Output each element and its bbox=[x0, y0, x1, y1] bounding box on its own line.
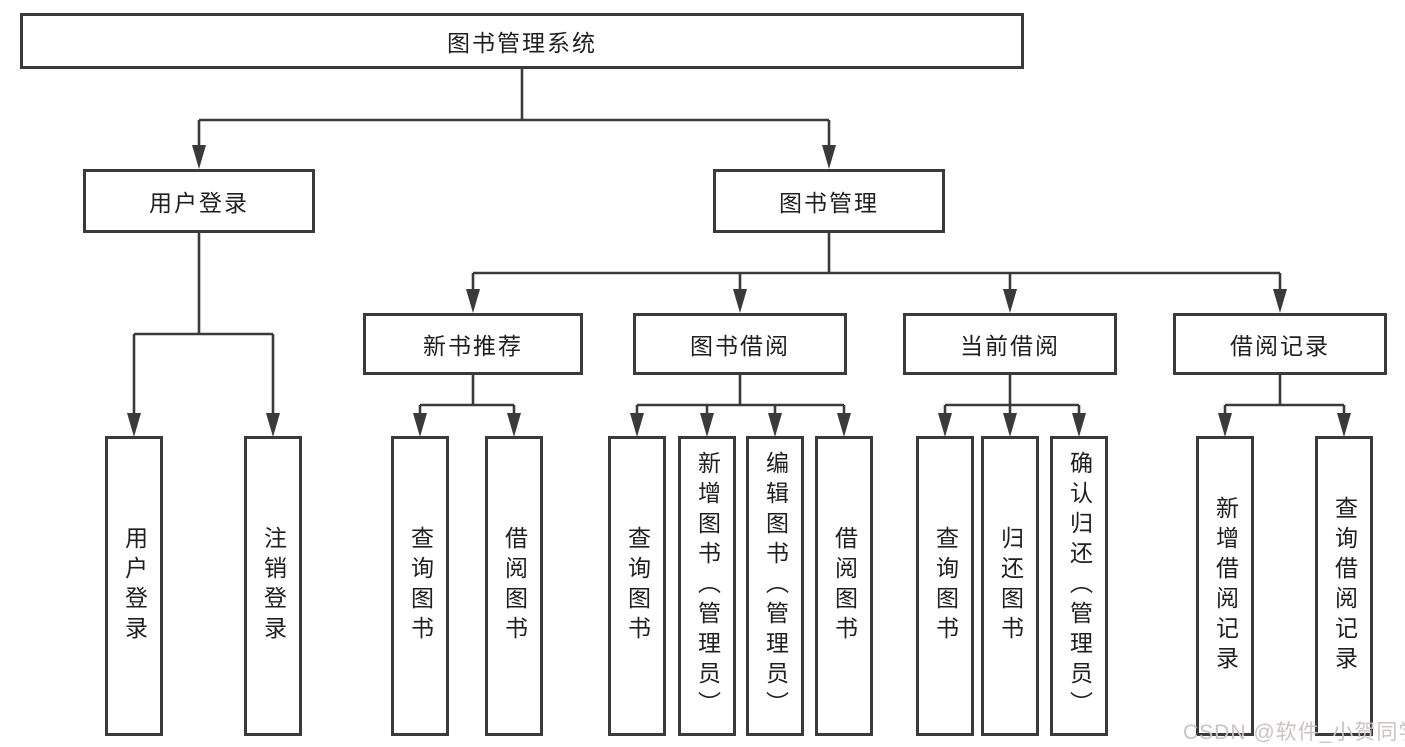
leaf-current-confirm-return-admin-label: 确认归还（管理员） bbox=[1066, 451, 1093, 721]
leaf-borrow-add-books-admin-label: 新增图书（管理员） bbox=[694, 451, 721, 721]
leaf-records-add-record-label: 新增借阅记录 bbox=[1212, 496, 1239, 676]
arrowhead-icon bbox=[700, 413, 714, 437]
connector-path bbox=[473, 233, 1280, 275]
leaf-current-confirm-return-admin: 确认归还（管理员） bbox=[1050, 436, 1108, 736]
node-book-borrow: 图书借阅 bbox=[633, 313, 847, 375]
arrowhead-icon bbox=[733, 289, 747, 313]
arrowhead-icon bbox=[1218, 413, 1232, 437]
node-book-management: 图书管理 bbox=[713, 169, 945, 233]
arrowhead-icon bbox=[822, 145, 836, 169]
arrowhead-icon bbox=[1003, 289, 1017, 313]
node-borrow-records-label: 借阅记录 bbox=[1230, 333, 1330, 359]
leaf-borrow-edit-books-admin: 编辑图书（管理员） bbox=[746, 436, 804, 736]
connector-path bbox=[134, 233, 273, 336]
leaf-borrow-borrow-books: 借阅图书 bbox=[815, 436, 873, 736]
leaf-borrow-query-books: 查询图书 bbox=[608, 436, 666, 736]
csdn-watermark: CSDN @软件_小贺同学 bbox=[1183, 721, 1405, 744]
node-book-borrow-label: 图书借阅 bbox=[690, 333, 790, 359]
node-borrow-records: 借阅记录 bbox=[1173, 313, 1387, 375]
arrowhead-icon bbox=[938, 413, 952, 437]
arrowhead-icon bbox=[837, 413, 851, 437]
leaf-records-add-record: 新增借阅记录 bbox=[1196, 436, 1254, 736]
node-root-system-label: 图书管理系统 bbox=[447, 30, 597, 56]
arrowhead-icon bbox=[1337, 413, 1351, 437]
connector-path bbox=[637, 375, 844, 407]
arrowhead-icon bbox=[466, 289, 480, 313]
node-book-management-label: 图书管理 bbox=[779, 190, 879, 216]
node-current-borrow: 当前借阅 bbox=[903, 313, 1117, 375]
connector-path bbox=[945, 375, 1079, 407]
leaf-borrow-query-books-label: 查询图书 bbox=[624, 526, 651, 646]
leaf-recommend-borrow-books: 借阅图书 bbox=[485, 436, 543, 736]
arrowhead-icon bbox=[630, 413, 644, 437]
leaf-current-return-books-label: 归还图书 bbox=[997, 526, 1024, 646]
leaf-borrow-edit-books-admin-label: 编辑图书（管理员） bbox=[762, 451, 789, 721]
leaf-recommend-query-books-label: 查询图书 bbox=[407, 526, 434, 646]
leaf-borrow-add-books-admin: 新增图书（管理员） bbox=[678, 436, 736, 736]
leaf-records-query-record: 查询借阅记录 bbox=[1315, 436, 1373, 736]
node-root-system: 图书管理系统 bbox=[20, 13, 1024, 69]
leaf-logout-label: 注销登录 bbox=[260, 526, 287, 646]
node-user-login-label: 用户登录 bbox=[149, 190, 249, 216]
arrowhead-icon bbox=[192, 145, 206, 169]
leaf-user-login: 用户登录 bbox=[105, 436, 163, 736]
arrowhead-icon bbox=[1273, 289, 1287, 313]
leaf-records-query-record-label: 查询借阅记录 bbox=[1331, 496, 1358, 676]
connector-path bbox=[1225, 375, 1344, 407]
arrowhead-icon bbox=[768, 413, 782, 437]
leaf-current-query-books-label: 查询图书 bbox=[932, 526, 959, 646]
arrowhead-icon bbox=[127, 413, 141, 437]
leaf-recommend-query-books: 查询图书 bbox=[391, 436, 449, 736]
leaf-current-return-books: 归还图书 bbox=[981, 436, 1039, 736]
arrowhead-icon bbox=[1072, 413, 1086, 437]
arrowhead-icon bbox=[507, 413, 521, 437]
node-current-borrow-label: 当前借阅 bbox=[960, 333, 1060, 359]
arrowhead-icon bbox=[266, 413, 280, 437]
node-new-book-recommend: 新书推荐 bbox=[363, 313, 583, 375]
node-new-book-recommend-label: 新书推荐 bbox=[423, 333, 523, 359]
node-user-login: 用户登录 bbox=[83, 169, 315, 233]
connector-path bbox=[199, 69, 829, 122]
leaf-logout: 注销登录 bbox=[244, 436, 302, 736]
leaf-borrow-borrow-books-label: 借阅图书 bbox=[831, 526, 858, 646]
connector-path bbox=[420, 375, 514, 407]
arrowhead-icon bbox=[413, 413, 427, 437]
leaf-recommend-borrow-books-label: 借阅图书 bbox=[501, 526, 528, 646]
arrowhead-icon bbox=[1003, 413, 1017, 437]
leaf-user-login-label: 用户登录 bbox=[121, 526, 148, 646]
leaf-current-query-books: 查询图书 bbox=[916, 436, 974, 736]
